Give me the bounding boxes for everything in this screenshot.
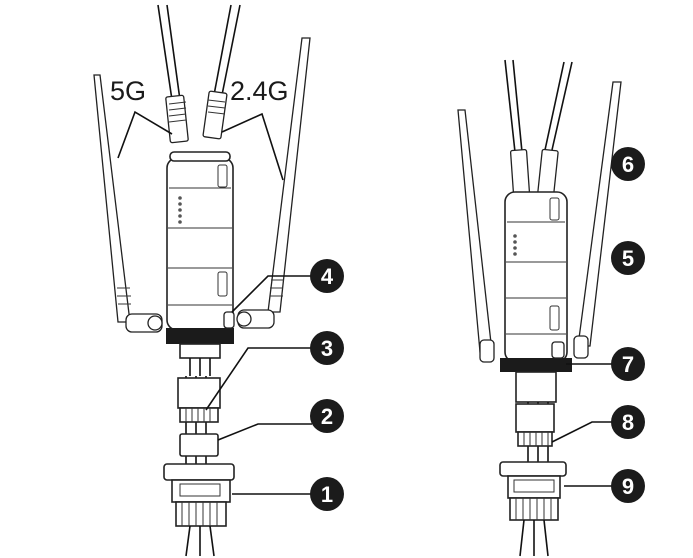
callout-badge-2: 2	[310, 399, 344, 433]
callout-number-2: 2	[321, 404, 333, 429]
callout-number-1: 1	[321, 482, 333, 507]
center-antenna-left	[157, 4, 189, 144]
part-2-seal-ring	[179, 433, 219, 457]
center-antenna-right	[202, 4, 241, 140]
label-2-4g: 2.4G	[230, 76, 289, 106]
callout-badge-7: 7	[611, 347, 645, 381]
callout-badge-6: 6	[611, 147, 645, 181]
part-1-base-connector	[163, 463, 235, 557]
callout-number-4: 4	[321, 264, 334, 289]
callout-badge-5: 5	[611, 241, 645, 275]
callout-badge-3: 3	[310, 331, 344, 365]
callout-number-6: 6	[622, 152, 634, 177]
part-8-gland-nut	[515, 403, 555, 447]
right-side-antenna-right	[573, 81, 622, 359]
callout-badge-8: 8	[611, 405, 645, 439]
part-9-base-connector	[499, 461, 567, 557]
side-antenna-right	[236, 37, 311, 329]
right-figure-assembled	[457, 59, 622, 557]
right-side-antenna-left	[457, 109, 495, 363]
callout-badge-9: 9	[611, 469, 645, 503]
callout-badge-1: 1	[310, 477, 344, 511]
right-center-antennas	[504, 59, 573, 196]
callout-number-3: 3	[321, 336, 333, 361]
part-3-gland-nut	[177, 377, 221, 423]
side-antenna-left	[93, 74, 163, 333]
callout-number-9: 9	[622, 474, 634, 499]
left-figure-exploded: 5G 2.4G	[93, 4, 312, 557]
callout-badge-4: 4	[310, 259, 344, 293]
right-main-body	[500, 191, 572, 372]
label-5g: 5G	[110, 76, 146, 106]
callout-number-8: 8	[622, 410, 634, 435]
callout-number-5: 5	[622, 246, 634, 271]
callout-number-7: 7	[622, 352, 634, 377]
ap-main-body	[166, 151, 235, 344]
